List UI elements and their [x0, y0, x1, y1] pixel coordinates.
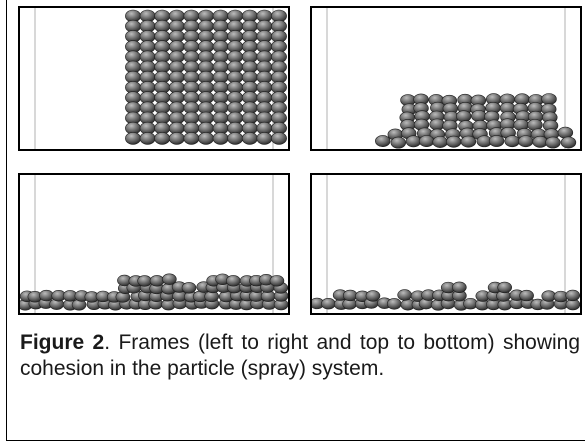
- particle-layer-settled: [312, 281, 580, 311]
- particle: [418, 135, 435, 148]
- container-wall-left: [326, 8, 328, 149]
- particle: [321, 297, 336, 310]
- container-wall-left: [34, 175, 36, 313]
- particle: [488, 135, 505, 147]
- particle: [212, 132, 229, 145]
- particle: [390, 136, 407, 149]
- caption-text: . Frames (left to right and top to botto…: [20, 331, 580, 380]
- particle: [39, 289, 54, 302]
- particle-block-falling: [375, 93, 577, 149]
- frame-3-panel: [18, 173, 290, 315]
- frame-4-panel: [310, 173, 582, 315]
- particle: [557, 126, 574, 139]
- particle: [397, 289, 412, 301]
- particle: [560, 136, 577, 149]
- frame-1-panel: [18, 6, 290, 151]
- particle: [183, 132, 200, 145]
- particle: [518, 135, 534, 148]
- particle: [445, 135, 462, 148]
- particle-pile-spreading: [20, 273, 288, 311]
- particle: [139, 132, 156, 145]
- container-wall-right: [272, 175, 274, 313]
- particle: [225, 275, 241, 287]
- particle: [405, 135, 422, 148]
- particle: [162, 273, 177, 285]
- particle: [497, 281, 512, 294]
- container-wall-left: [34, 8, 36, 149]
- particle: [519, 289, 534, 302]
- figure-caption: Figure 2. Frames (left to right and top …: [20, 330, 580, 382]
- particle: [125, 132, 141, 145]
- figure-label: Figure 2: [20, 331, 105, 354]
- particle: [375, 135, 391, 147]
- particle: [429, 118, 445, 131]
- container-wall-right: [564, 8, 566, 149]
- particle: [271, 132, 287, 145]
- frame-2-panel: [310, 6, 582, 151]
- particle: [432, 136, 448, 148]
- particle: [504, 135, 520, 148]
- particle: [149, 275, 165, 287]
- particle: [269, 275, 285, 287]
- particle-grid-initial: [125, 9, 287, 145]
- particle: [545, 136, 561, 149]
- particle: [456, 110, 472, 123]
- container-wall-left: [326, 175, 328, 313]
- particle: [471, 110, 487, 122]
- particle: [460, 135, 477, 148]
- particle: [452, 281, 467, 293]
- particle: [198, 132, 214, 145]
- particle: [227, 132, 244, 145]
- particle: [241, 132, 258, 145]
- particle: [168, 132, 185, 145]
- particle: [137, 275, 152, 287]
- particle: [256, 132, 273, 145]
- particle: [565, 289, 580, 302]
- particle: [365, 290, 381, 302]
- particle: [541, 93, 557, 106]
- container-wall-right: [564, 175, 566, 313]
- particle: [154, 132, 171, 145]
- particle: [386, 298, 402, 310]
- particle: [181, 282, 197, 294]
